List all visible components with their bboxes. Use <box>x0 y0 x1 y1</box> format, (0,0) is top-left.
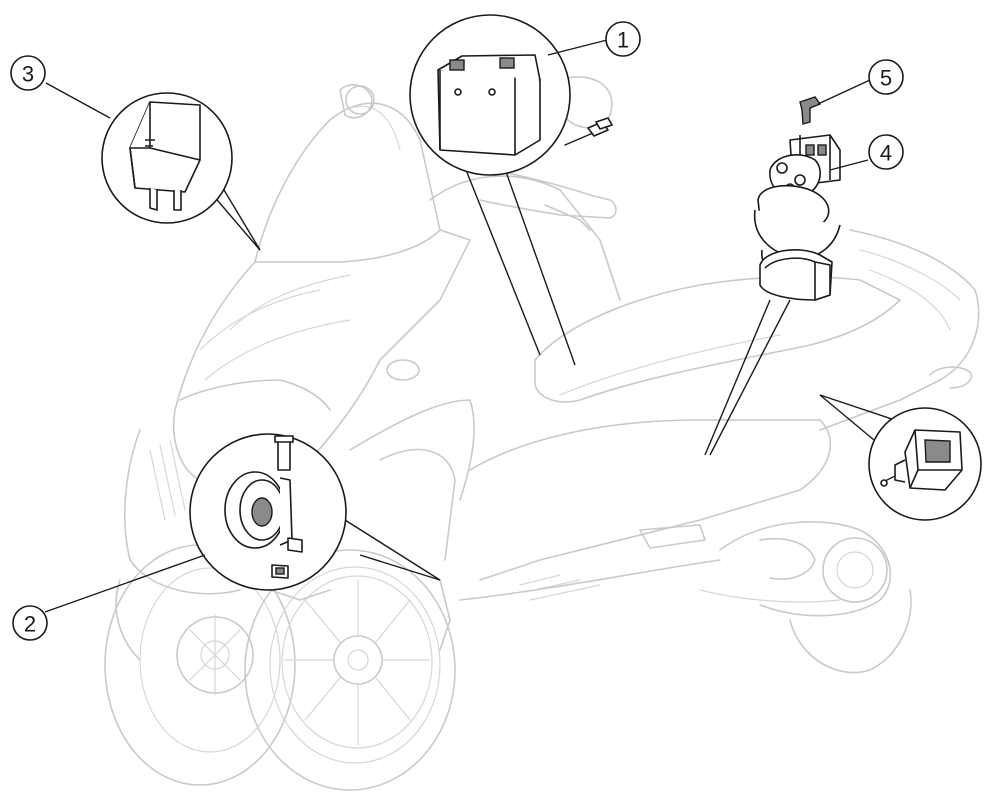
horn-detail <box>189 433 347 591</box>
callout-number-5: 5 <box>868 59 904 95</box>
callout-number-4: 4 <box>868 134 904 170</box>
callout-number-2: 2 <box>12 605 48 641</box>
connector-detail <box>868 407 982 521</box>
callout-label-2: 2 <box>24 612 36 637</box>
callout-label-3: 3 <box>22 62 34 87</box>
battery-detail <box>409 14 613 176</box>
callout-label-1: 1 <box>617 28 629 53</box>
callout-number-3: 3 <box>10 55 46 91</box>
callout-label-5: 5 <box>880 66 892 91</box>
callout-number-1: 1 <box>605 21 641 57</box>
number-leaders <box>44 39 871 613</box>
callout-label-4: 4 <box>880 141 892 166</box>
relay-detail <box>101 92 233 224</box>
ignition-switch-detail <box>753 96 841 301</box>
scooter-outline <box>104 76 980 791</box>
